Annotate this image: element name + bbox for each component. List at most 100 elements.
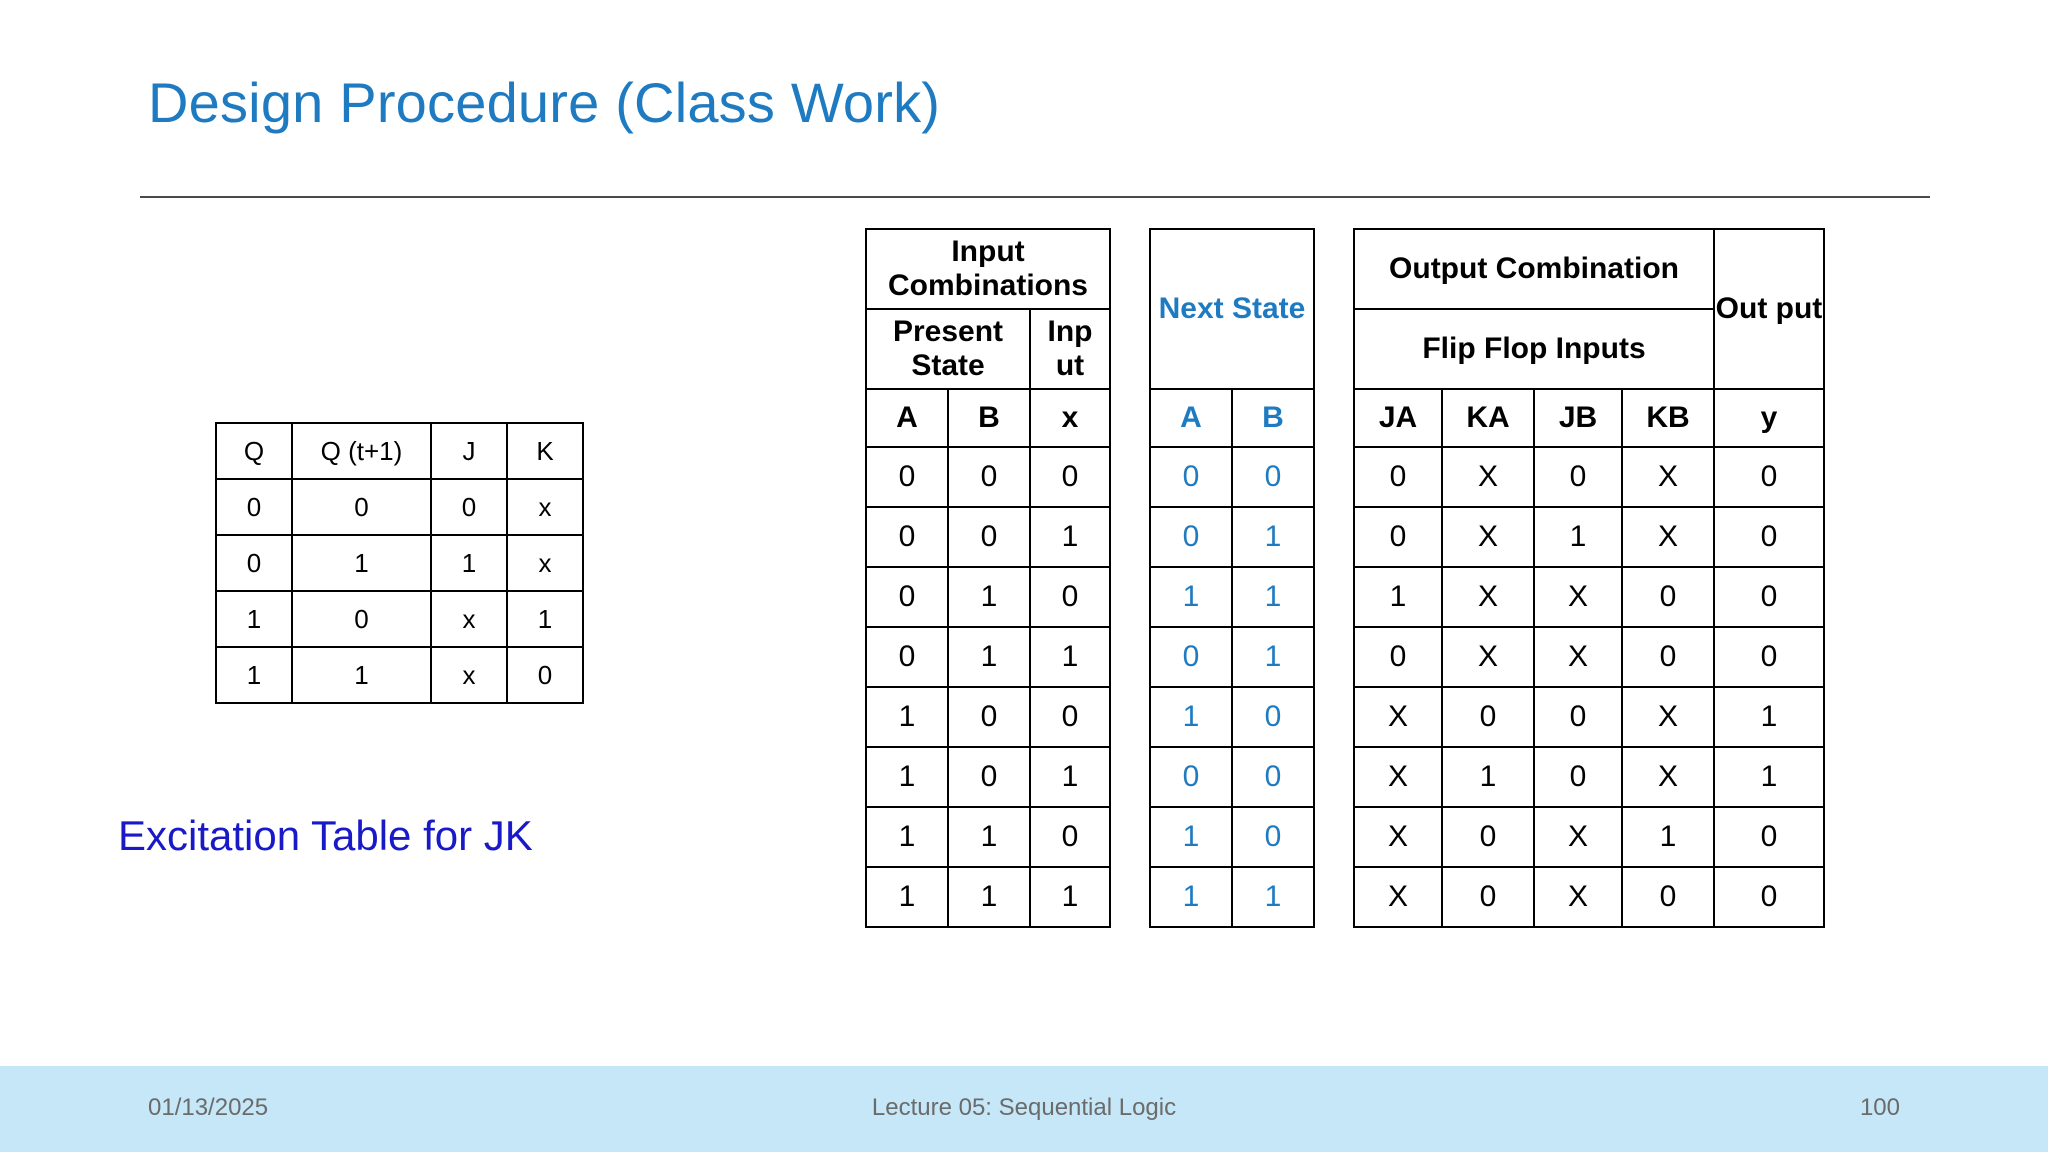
cell-next-b: 0 <box>1231 806 1315 868</box>
cell-input-x: 1 <box>1029 746 1111 808</box>
col-header-next-a: A <box>1149 388 1233 448</box>
cell-y: 0 <box>1713 806 1825 868</box>
table-header-row: Q Q (t+1) J K <box>215 422 584 480</box>
exc-cell: 1 <box>506 590 584 648</box>
table-row: 1 0 1 0 0 X 1 0 X 1 <box>865 746 1825 808</box>
cell-next-b: 1 <box>1231 566 1315 628</box>
cell-next-a: 1 <box>1149 866 1233 928</box>
cell-jb: X <box>1533 806 1623 868</box>
column-spacer <box>1314 627 1354 687</box>
table-row: 0 0 0 x <box>215 478 584 536</box>
cell-next-a: 0 <box>1149 746 1233 808</box>
cell-present-b: 0 <box>947 746 1031 808</box>
cell-y: 0 <box>1713 626 1825 688</box>
cell-next-a: 1 <box>1149 806 1233 868</box>
column-spacer <box>1314 567 1354 627</box>
cell-y: 0 <box>1713 866 1825 928</box>
cell-present-a: 0 <box>865 566 949 628</box>
cell-jb: X <box>1533 866 1623 928</box>
header-output-combination: Output Combination <box>1353 228 1715 310</box>
cell-jb: X <box>1533 566 1623 628</box>
exc-cell: 1 <box>215 646 293 704</box>
exc-header-j: J <box>430 422 508 480</box>
cell-present-a: 0 <box>865 506 949 568</box>
table-group-header-row: Input Combinations Next State Output Com… <box>865 228 1825 390</box>
state-transition-table: Input Combinations Next State Output Com… <box>865 228 1825 928</box>
cell-next-b: 1 <box>1231 506 1315 568</box>
col-header-jb: JB <box>1533 388 1623 448</box>
table-row: 1 0 x 1 <box>215 590 584 648</box>
table-row: 1 1 0 1 0 X 0 X 1 0 <box>865 806 1825 868</box>
table-row: 0 1 0 1 1 1 X X 0 0 <box>865 566 1825 628</box>
cell-y: 0 <box>1713 506 1825 568</box>
header-flip-flop-inputs: Flip Flop Inputs <box>1353 308 1715 390</box>
exc-cell: 0 <box>291 590 432 648</box>
cell-present-b: 1 <box>947 866 1031 928</box>
table-row: 1 1 1 1 1 X 0 X 0 0 <box>865 866 1825 928</box>
cell-input-x: 1 <box>1029 506 1111 568</box>
column-spacer <box>1110 627 1150 687</box>
column-spacer <box>1110 229 1150 309</box>
header-next-state: Next State <box>1149 228 1315 390</box>
cell-jb: X <box>1533 626 1623 688</box>
col-header-input-x: x <box>1029 388 1111 448</box>
cell-next-a: 0 <box>1149 506 1233 568</box>
cell-next-b: 0 <box>1231 446 1315 508</box>
cell-present-b: 0 <box>947 506 1031 568</box>
cell-next-a: 0 <box>1149 626 1233 688</box>
cell-y: 0 <box>1713 446 1825 508</box>
cell-ka: 1 <box>1441 746 1535 808</box>
cell-ja: 0 <box>1353 446 1443 508</box>
cell-ja: X <box>1353 806 1443 868</box>
cell-ka: X <box>1441 626 1535 688</box>
footer-page-number: 100 <box>1859 1094 1900 1121</box>
exc-cell: 1 <box>215 590 293 648</box>
cell-next-b: 1 <box>1231 866 1315 928</box>
exc-cell: x <box>506 534 584 592</box>
table-row: 1 1 x 0 <box>215 646 584 704</box>
header-output: Out put <box>1713 228 1825 390</box>
column-spacer <box>1110 447 1150 507</box>
cell-kb: X <box>1621 686 1715 748</box>
footer-lecture-title: Lecture 05: Sequential Logic <box>871 1094 1177 1121</box>
cell-ja: X <box>1353 866 1443 928</box>
exc-cell: 1 <box>291 534 432 592</box>
cell-ja: 0 <box>1353 506 1443 568</box>
title-divider <box>140 196 1930 198</box>
column-spacer <box>1110 867 1150 927</box>
cell-kb: 0 <box>1621 866 1715 928</box>
column-spacer <box>1314 807 1354 867</box>
cell-present-b: 0 <box>947 446 1031 508</box>
col-header-kb: KB <box>1621 388 1715 448</box>
column-spacer <box>1314 747 1354 807</box>
table-row: 0 0 1 0 1 0 X 1 X 0 <box>865 506 1825 568</box>
cell-present-a: 0 <box>865 446 949 508</box>
cell-y: 1 <box>1713 686 1825 748</box>
column-spacer <box>1314 309 1354 389</box>
cell-next-b: 1 <box>1231 626 1315 688</box>
exc-header-qt1: Q (t+1) <box>291 422 432 480</box>
col-header-present-a: A <box>865 388 949 448</box>
cell-present-b: 1 <box>947 566 1031 628</box>
column-spacer <box>1110 389 1150 447</box>
exc-cell: 0 <box>215 478 293 536</box>
excitation-table: Q Q (t+1) J K 0 0 0 x 0 1 1 x 1 0 x 1 <box>215 422 584 704</box>
exc-cell: 1 <box>430 534 508 592</box>
page-title: Design Procedure (Class Work) <box>148 71 941 134</box>
table-row: 0 1 1 0 1 0 X X 0 0 <box>865 626 1825 688</box>
cell-jb: 0 <box>1533 746 1623 808</box>
cell-kb: X <box>1621 506 1715 568</box>
col-header-next-b: B <box>1231 388 1315 448</box>
cell-jb: 0 <box>1533 446 1623 508</box>
exc-cell: 0 <box>430 478 508 536</box>
column-spacer <box>1314 229 1354 309</box>
cell-kb: 0 <box>1621 626 1715 688</box>
cell-present-b: 0 <box>947 686 1031 748</box>
excitation-table-caption: Excitation Table for JK <box>118 812 533 859</box>
cell-present-a: 1 <box>865 686 949 748</box>
header-present-state: Present State <box>865 308 1031 390</box>
column-spacer <box>1314 389 1354 447</box>
footer-date: 01/13/2025 <box>148 1094 269 1121</box>
cell-input-x: 0 <box>1029 686 1111 748</box>
cell-jb: 0 <box>1533 686 1623 748</box>
